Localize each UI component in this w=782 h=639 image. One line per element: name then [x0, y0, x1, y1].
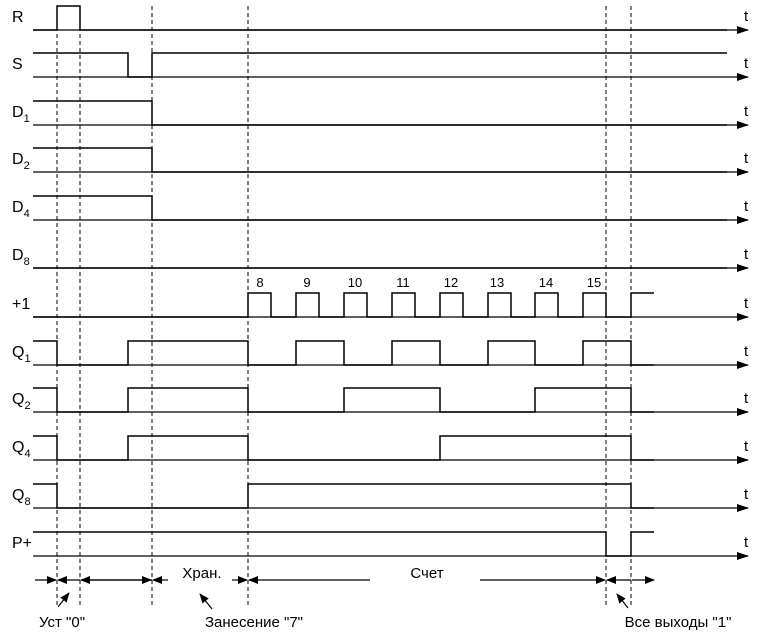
- axis-t-label: t: [744, 343, 749, 360]
- waveform-q8: [33, 483, 654, 509]
- signal-label-q1: Q1: [12, 344, 31, 365]
- signal-label-d4: D4: [12, 199, 30, 220]
- waveform-q2: [33, 387, 654, 413]
- axis-t-label: t: [744, 438, 749, 455]
- phase-hold-label: Хран.: [182, 565, 221, 582]
- phase-count-label: Счет: [410, 565, 443, 582]
- signal-label-q8: Q8: [12, 487, 31, 508]
- waveform-d4: [33, 195, 727, 221]
- axis-t-label: t: [744, 55, 749, 72]
- pulse-number: 15: [587, 275, 601, 290]
- waveform-q4: [33, 435, 654, 461]
- pulse-number: 13: [490, 275, 504, 290]
- axis-t-label: t: [744, 198, 749, 215]
- signal-label-s: S: [12, 56, 23, 73]
- pulse-number: 9: [303, 275, 310, 290]
- signal-label-d2: D2: [12, 151, 30, 172]
- signal-label-q4: Q4: [12, 439, 31, 460]
- pulse-number: 10: [348, 275, 362, 290]
- axis-t-label: t: [744, 486, 749, 503]
- pulse-number: 11: [396, 275, 410, 290]
- axis-t-label: t: [744, 103, 749, 120]
- axis-t-label: t: [744, 246, 749, 263]
- axis-t-label: t: [744, 150, 749, 167]
- axis-t-label: t: [744, 534, 749, 551]
- signal-label-r: R: [12, 9, 24, 26]
- axis-t-label: t: [744, 8, 749, 25]
- annotations: Уст "0" Занесение "7" Все выходы "1": [39, 592, 732, 631]
- pulse-number: 12: [444, 275, 458, 290]
- waveform-q1: [33, 340, 654, 366]
- pulse-numbers: 8 9 10 11 12 13 14 15: [256, 275, 601, 290]
- time-axes: t t t t t t t t t t t t: [33, 8, 749, 560]
- axis-t-label: t: [744, 390, 749, 407]
- waveform-d2: [33, 147, 727, 173]
- waveforms: [33, 5, 727, 557]
- annotation-pointer: [616, 593, 629, 609]
- annotation-pointer: [199, 593, 213, 610]
- annotation-all-ones: Все выходы "1": [625, 614, 732, 631]
- guide-lines: [56, 6, 632, 606]
- annotation-pointer: [57, 592, 70, 608]
- signal-label-pplus: P+: [12, 535, 32, 552]
- pulse-number: 14: [539, 275, 553, 290]
- phase-bar: Хран. Счет: [35, 565, 655, 584]
- signal-label-d8: D8: [12, 247, 30, 268]
- signal-label-q2: Q2: [12, 391, 31, 412]
- waveform-r: [33, 5, 727, 31]
- axis-t-label: t: [744, 295, 749, 312]
- waveform-d1: [33, 100, 727, 126]
- annotation-reset: Уст "0": [39, 614, 85, 631]
- waveform-p1: [33, 292, 654, 318]
- pulse-number: 8: [256, 275, 263, 290]
- waveform-s: [33, 52, 727, 78]
- signal-label-p1: +1: [12, 296, 30, 313]
- annotation-load: Занесение "7": [205, 614, 303, 631]
- signal-label-d1: D1: [12, 104, 30, 125]
- waveform-pplus: [33, 531, 654, 557]
